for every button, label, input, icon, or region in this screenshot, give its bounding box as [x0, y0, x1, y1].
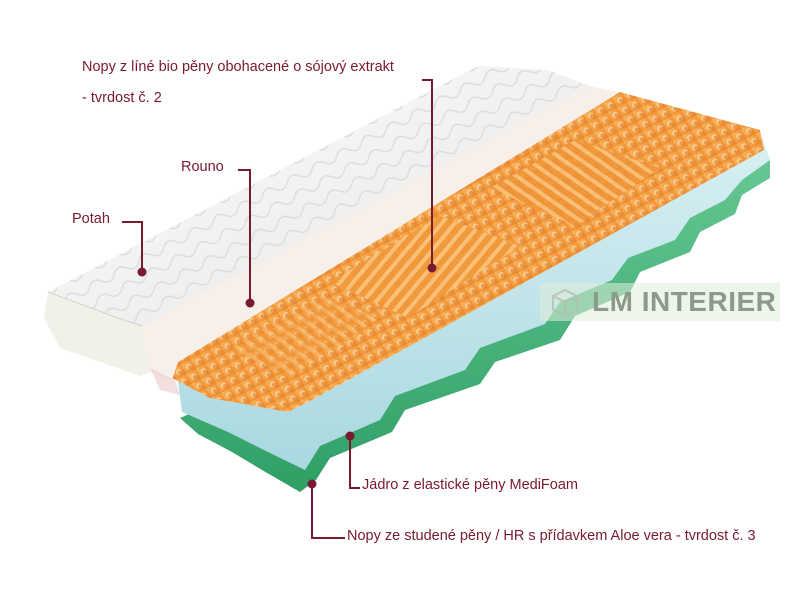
callout-line-core — [349, 436, 360, 489]
callout-dot-base — [307, 479, 317, 489]
logo-watermark — [540, 283, 780, 321]
callout-dot-top-foam — [427, 263, 437, 273]
top-foam-layer — [172, 92, 764, 412]
callout-line-cover — [122, 221, 143, 272]
cover-layer — [44, 66, 590, 376]
label-base: Nopy ze studené pěny / HR s přídavkem Al… — [347, 528, 756, 544]
label-top-foam-line1: Nopy z líné bio pěny obohacené o sójový … — [82, 59, 394, 75]
fleece-layer — [142, 86, 620, 395]
callout-dot-cover — [137, 267, 147, 277]
callout-lines — [122, 79, 433, 539]
label-top-foam-line2: - tvrdost č. 2 — [82, 90, 162, 106]
label-core: Jádro z elastické pěny MediFoam — [362, 477, 578, 493]
label-fleece: Rouno — [181, 159, 224, 175]
callout-line-base — [311, 484, 345, 539]
callout-dot-fleece — [245, 298, 255, 308]
label-cover: Potah — [72, 211, 110, 227]
callout-line-top-foam — [422, 79, 433, 268]
callout-dot-core — [345, 431, 355, 441]
callout-line-fleece — [238, 169, 251, 303]
logo-text: LM INTERIER — [592, 286, 777, 317]
callout-dots — [137, 263, 437, 489]
